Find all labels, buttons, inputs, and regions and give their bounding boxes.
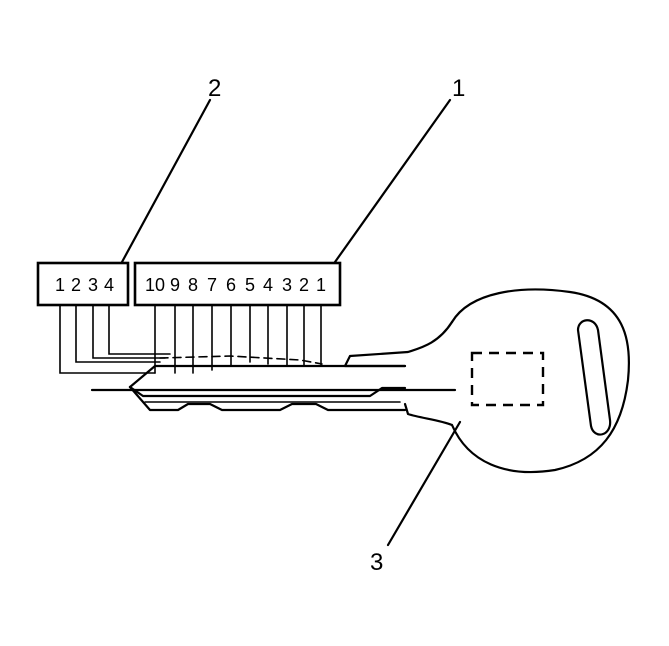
key-neck-bottom — [403, 402, 454, 427]
main-cut-label-6: 6 — [226, 275, 236, 295]
side-cut-line-2 — [75, 304, 161, 363]
side-cut-label-3: 3 — [88, 275, 98, 295]
side-cut-box — [36, 261, 130, 307]
main-cut-label-2: 2 — [299, 275, 309, 295]
key-shoulder — [343, 320, 454, 368]
key-bow — [450, 288, 631, 474]
callout-3: 3 — [370, 549, 383, 576]
leader-line-1 — [333, 98, 452, 264]
callout-2: 2 — [208, 75, 221, 102]
leader-line-2 — [120, 98, 212, 264]
key-blade-bottom — [128, 385, 407, 412]
blade-cut-profile — [159, 355, 323, 365]
key-ring-slot — [576, 319, 612, 436]
leader-line-3 — [386, 420, 462, 547]
main-cut-lines — [154, 304, 322, 374]
side-cut-label-2: 2 — [71, 275, 81, 295]
side-cut-label-4: 4 — [104, 275, 114, 295]
main-cut-label-10: 10 — [145, 275, 165, 295]
main-cut-label-8: 8 — [188, 275, 198, 295]
main-cut-label-3: 3 — [282, 275, 292, 295]
side-cut-line-3 — [92, 304, 166, 359]
transponder-chip — [470, 351, 545, 407]
main-cut-label-1: 1 — [316, 275, 326, 295]
main-cut-label-4: 4 — [263, 275, 273, 295]
key-blade-top — [128, 364, 407, 389]
key-blade-tip — [128, 385, 407, 398]
main-cut-label-7: 7 — [207, 275, 217, 295]
side-cut-label-1: 1 — [55, 275, 65, 295]
callout-1: 1 — [452, 75, 465, 102]
main-cut-label-9: 9 — [170, 275, 180, 295]
main-cut-box — [133, 261, 342, 307]
side-cut-line-4 — [108, 304, 171, 355]
side-cut-line-1 — [59, 304, 156, 374]
main-cut-label-5: 5 — [245, 275, 255, 295]
